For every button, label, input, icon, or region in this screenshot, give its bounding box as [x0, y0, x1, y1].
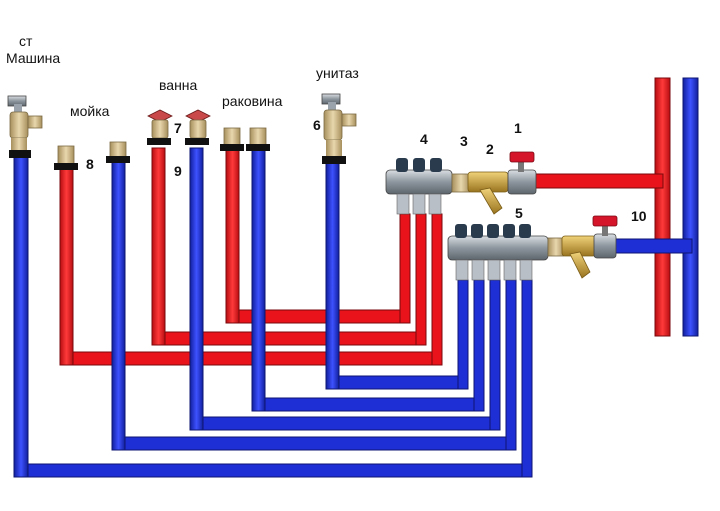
washer-valve-icon: [7, 95, 43, 158]
fixture-drops: [13, 147, 340, 478]
hot-manifold-icon: [385, 158, 453, 215]
number-2: 2: [486, 141, 494, 157]
label-sink: мойка: [70, 103, 110, 119]
hot-riser: [654, 77, 671, 337]
hot-filter-icon: [467, 171, 509, 215]
bath-cold-valve-icon: [185, 109, 211, 145]
label-washer-line2: Машина: [6, 50, 61, 66]
label-toilet: унитаз: [316, 65, 359, 81]
number-9: 9: [174, 163, 182, 179]
basin-hot-fitting-icon: [220, 127, 244, 151]
bath-hot-valve-icon: [147, 109, 173, 145]
number-3: 3: [460, 133, 468, 149]
number-7: 7: [174, 120, 182, 136]
number-6: 6: [313, 117, 321, 133]
cold-riser: [682, 77, 699, 337]
cold-filter-icon: [561, 235, 597, 279]
hot-ball-valve-icon: [507, 151, 537, 195]
label-washer-line1: ст: [19, 33, 33, 49]
cold-manifold-icon: [447, 224, 549, 281]
label-basin: раковина: [222, 93, 283, 109]
basin-cold-fitting-icon: [246, 127, 270, 151]
number-4: 4: [420, 131, 428, 147]
cold-supply-pipe: [611, 238, 693, 254]
number-5: 5: [515, 205, 523, 221]
sink-cold-fitting-icon: [106, 141, 130, 163]
hot-distribution-pipes: [59, 213, 443, 366]
sink-hot-fitting-icon: [54, 145, 78, 170]
toilet-valve-icon: [321, 93, 357, 164]
number-1: 1: [514, 120, 522, 136]
cold-ball-valve-icon: [592, 215, 618, 259]
hot-union-connector-icon: [451, 173, 471, 193]
label-bath: ванна: [159, 77, 198, 93]
hot-supply-pipe: [534, 173, 664, 189]
number-8: 8: [86, 156, 94, 172]
number-10: 10: [631, 208, 647, 224]
